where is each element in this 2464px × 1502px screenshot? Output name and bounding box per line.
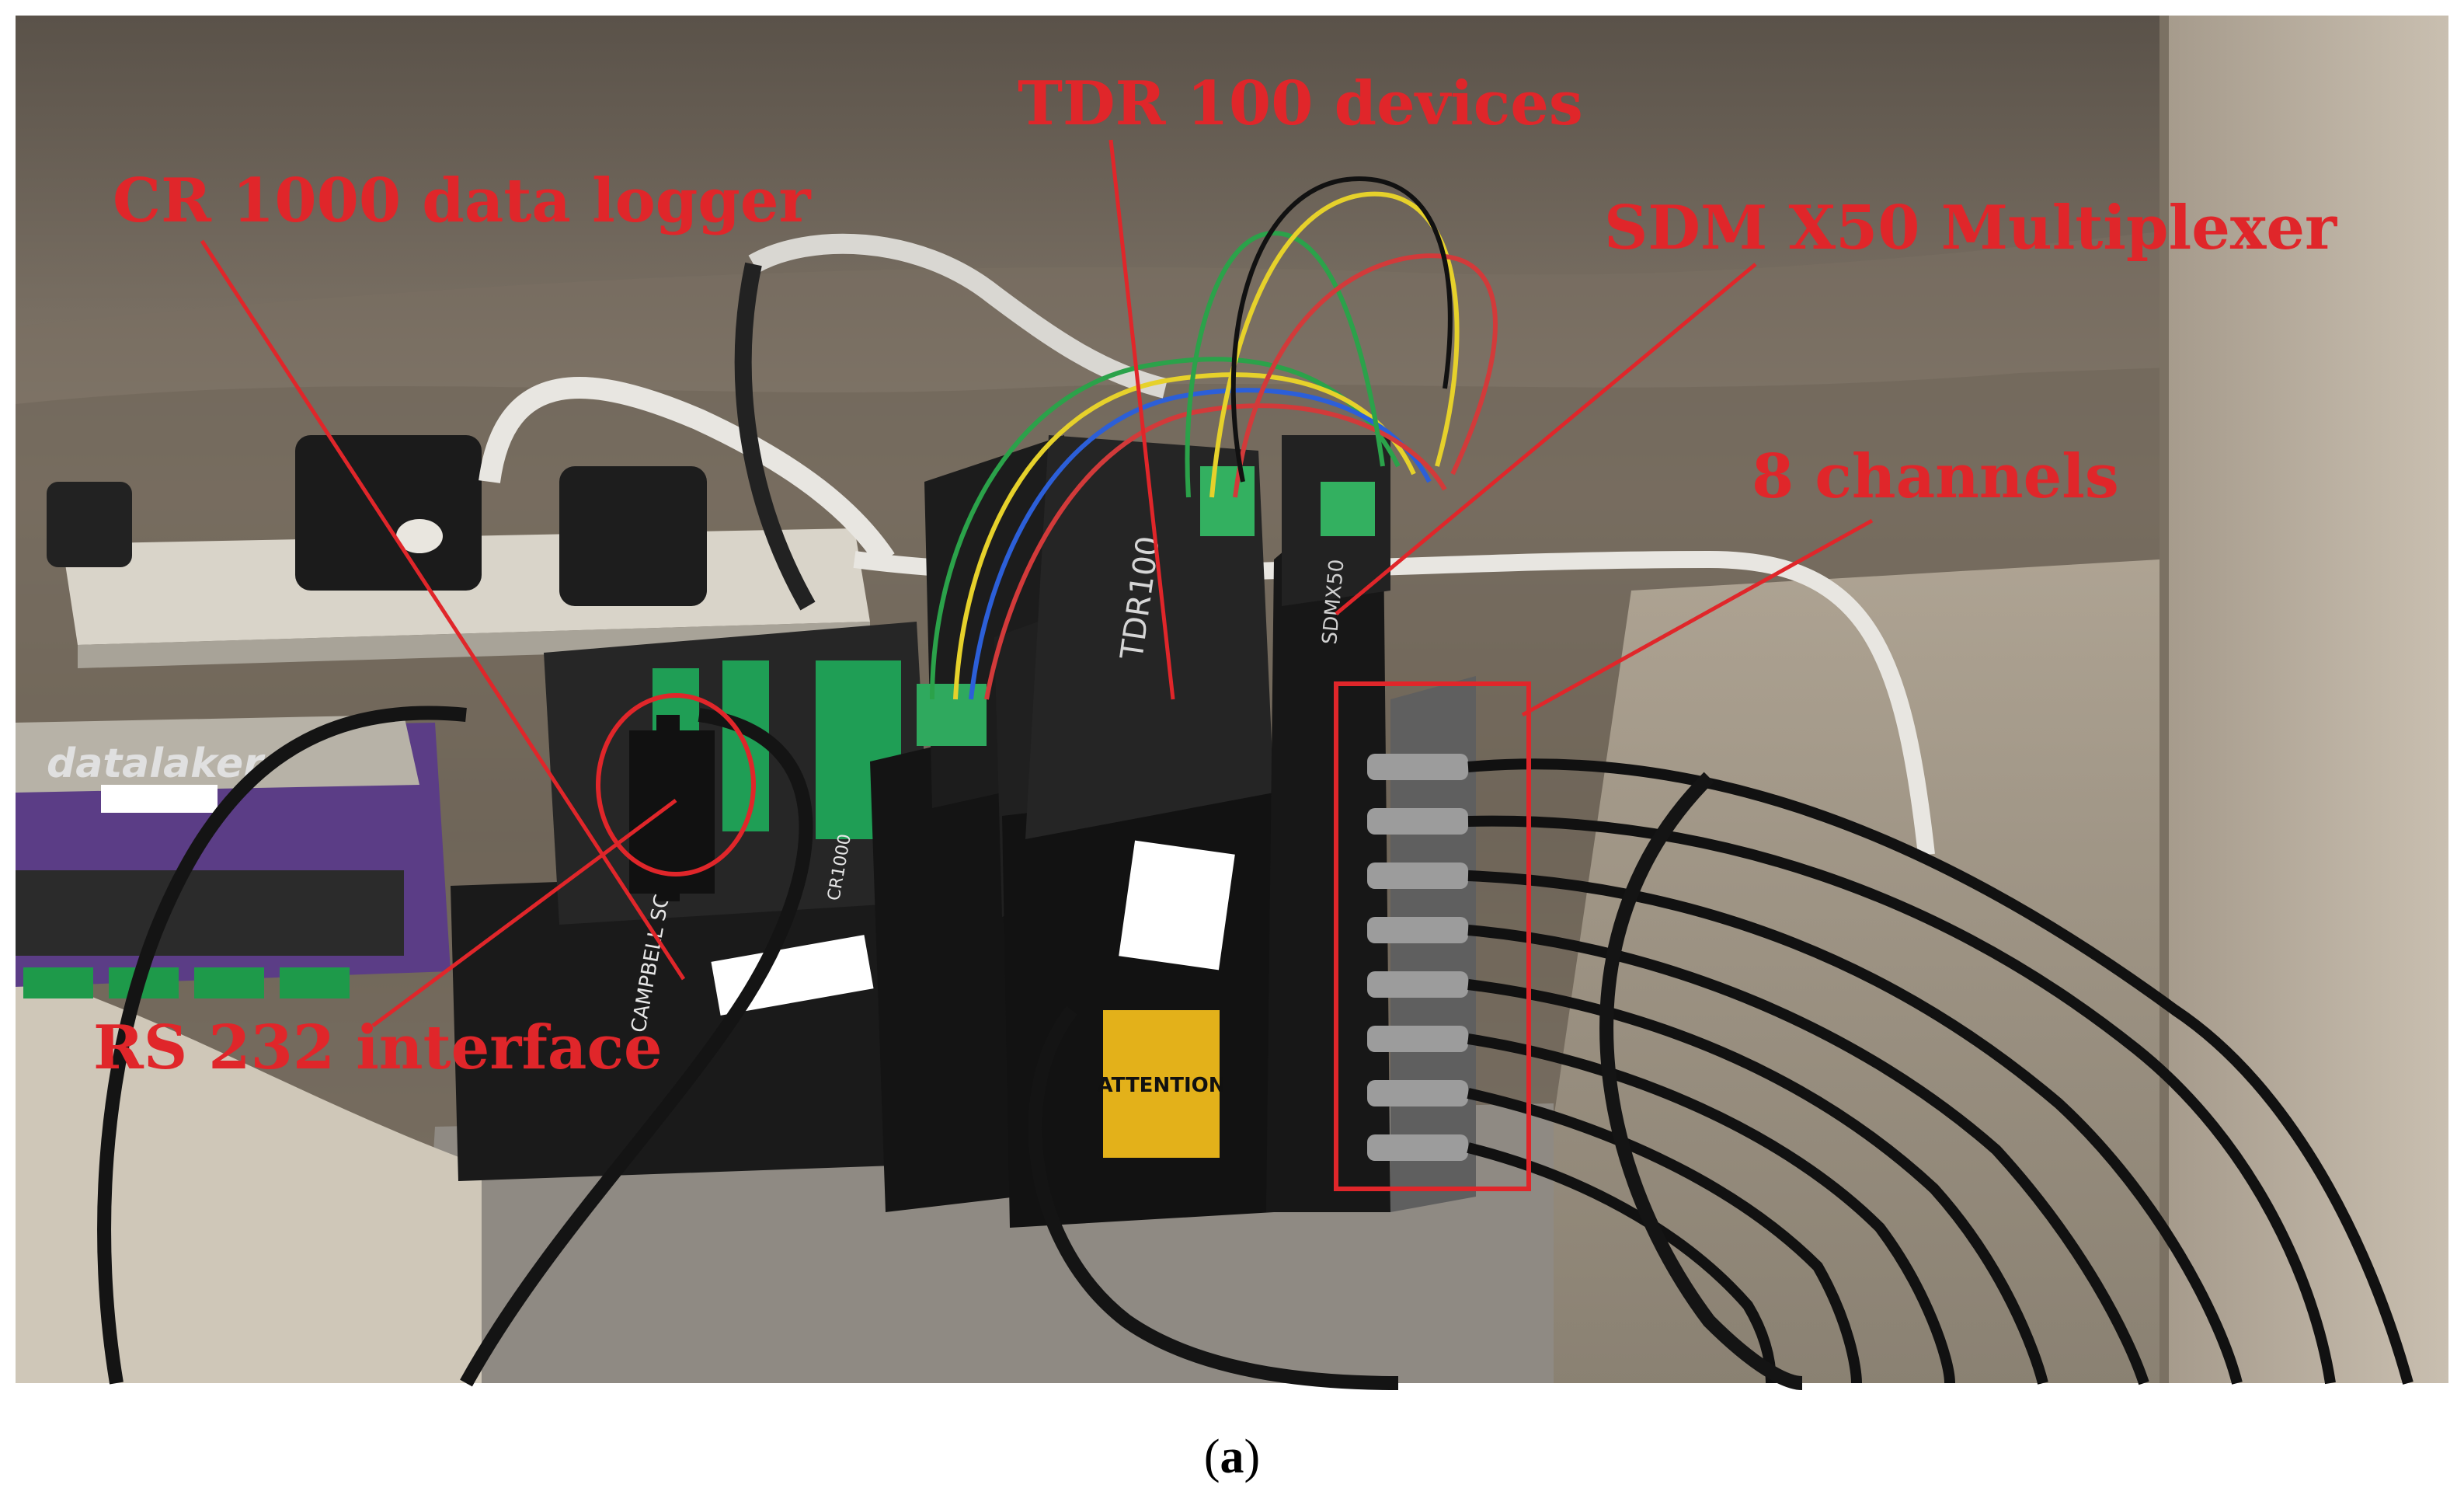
label-tdr100: TDR 100 devices [1018, 68, 1583, 139]
caption-letter: a [1220, 1431, 1244, 1483]
label-8-channels: 8 channels [1752, 441, 2119, 512]
label-rs232: RS 232 interface [93, 1012, 663, 1083]
tdr100-device: TDR100 ATTENTION [994, 435, 1274, 1228]
attention-text: ATTENTION [1098, 1074, 1226, 1097]
equipment-photo: datalaker CAMPBELL SCIENTIFIC CR1000 T [16, 16, 2448, 1390]
bnc-connectors [1367, 754, 1468, 1161]
figure-caption: (a) [0, 1430, 2464, 1485]
channels-highlight-box [1334, 681, 1531, 1191]
annotations: CR 1000 data logger TDR 100 devices SDM … [93, 68, 2337, 1191]
caption-open-paren: ( [1203, 1431, 1220, 1483]
label-sdm-x50: SDM X50 Multiplexer [1604, 193, 2337, 263]
datalogger-brand-text: datalaker [47, 741, 266, 787]
power-strip [47, 435, 870, 668]
caption-close-paren: ) [1244, 1431, 1261, 1483]
datataker-logger: datalaker [16, 715, 451, 998]
label-cr1000: CR 1000 data logger [113, 166, 811, 236]
rs232-highlight-circle [596, 693, 756, 876]
sdm-x50-multiplexer: SDMX50 [1266, 435, 1476, 1212]
